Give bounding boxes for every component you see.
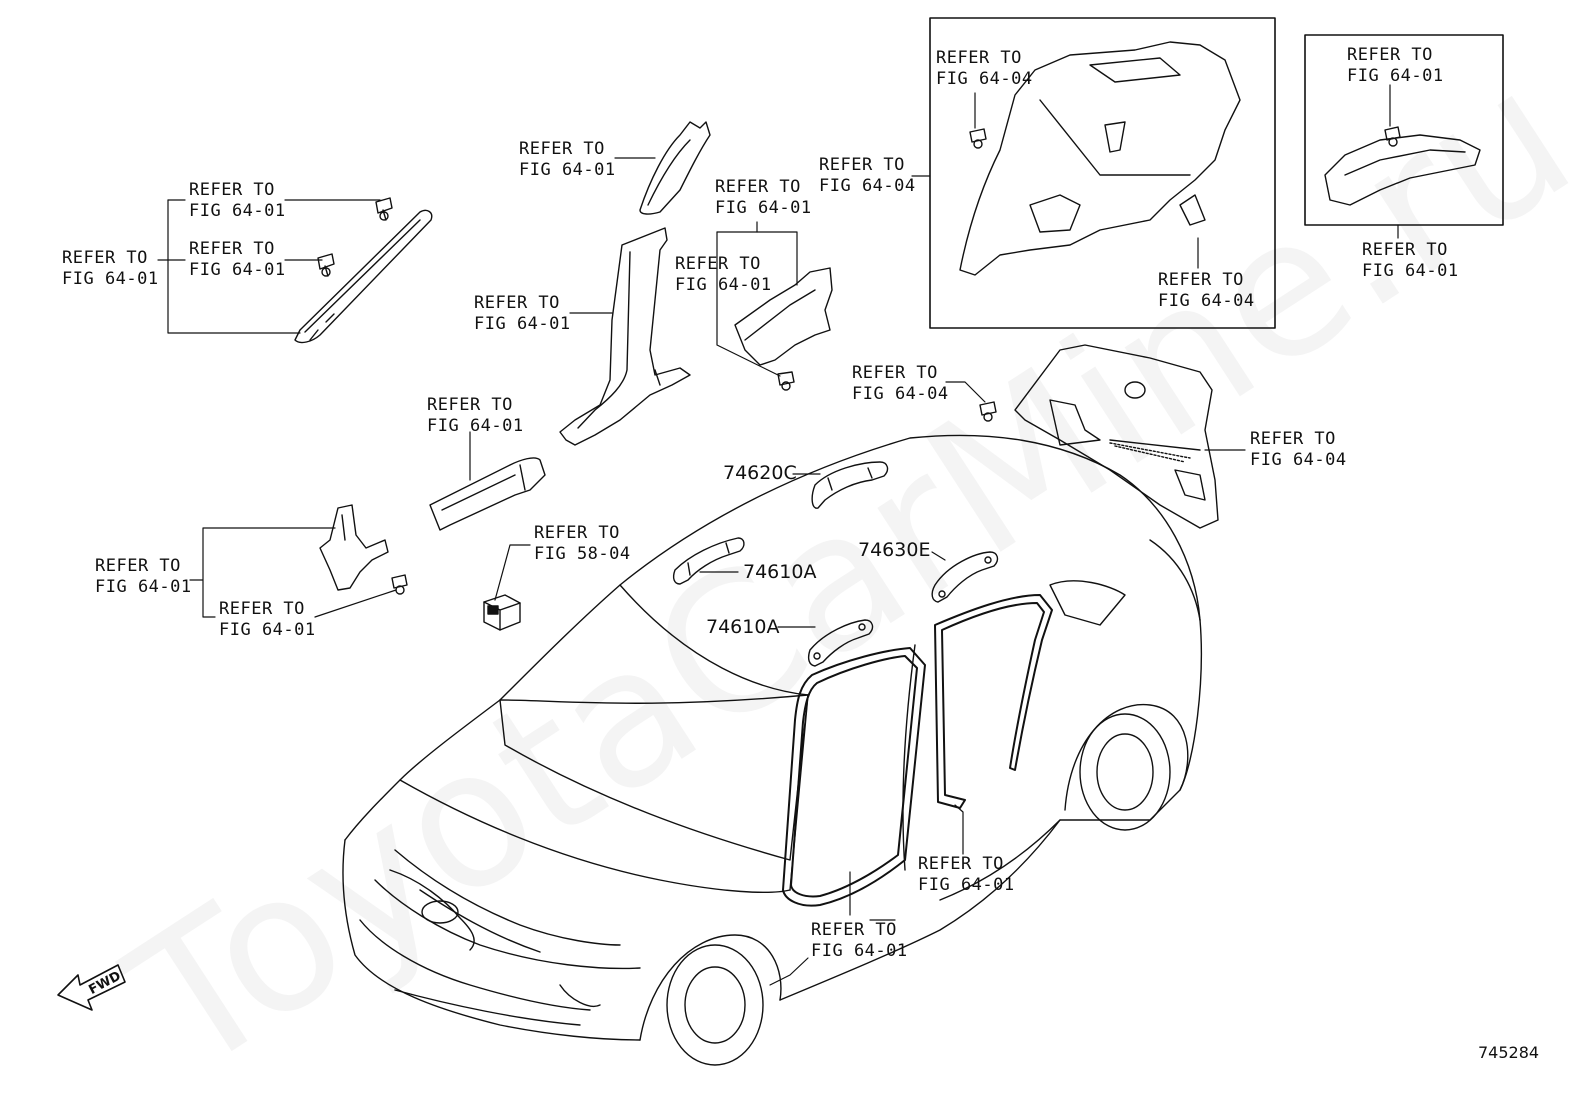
callout-label: REFER TO FIG 64-04 <box>1158 270 1255 311</box>
clip-6 <box>969 128 987 149</box>
callout-label: REFER TO FIG 64-01 <box>811 920 908 961</box>
rear-door-weatherstrip <box>934 594 1053 809</box>
fwd-arrow-icon <box>57 964 126 1011</box>
part-number-label: 74610A <box>706 616 780 638</box>
callout-label: REFER TO FIG 64-01 <box>1347 45 1444 86</box>
callout-label: REFER TO FIG 64-01 <box>474 293 571 334</box>
clip-3 <box>777 371 795 391</box>
callout-label: REFER TO FIG 64-01 <box>918 854 1015 895</box>
clip-2 <box>317 253 335 277</box>
assist-grip-74620c <box>811 461 889 509</box>
diagram-number: 745284 <box>1478 1043 1540 1062</box>
callout-label: REFER TO FIG 64-01 <box>189 239 286 280</box>
callout-label: REFER TO FIG 64-01 <box>1362 240 1459 281</box>
car-body-outline <box>342 434 1202 1066</box>
callout-label: REFER TO FIG 64-01 <box>675 254 772 295</box>
callout-label: REFER TO FIG 64-04 <box>852 363 949 404</box>
clip-5 <box>979 401 997 422</box>
assist-grip-74610a-lower <box>807 619 874 667</box>
scuff-plate <box>429 457 546 531</box>
part-number-label: 74620C <box>723 462 797 484</box>
callout-label: REFER TO FIG 64-01 <box>715 177 812 218</box>
assist-grip-74610a-upper <box>672 537 745 585</box>
callout-label: REFER TO FIG 64-01 <box>519 139 616 180</box>
rear-quarter-trim <box>1014 344 1219 529</box>
cowl-side-trim <box>319 504 389 591</box>
assist-grip-74630e <box>931 551 999 603</box>
clip-7 <box>1384 126 1401 147</box>
callout-label: REFER TO FIG 64-01 <box>95 556 192 597</box>
callout-label: REFER TO FIG 64-01 <box>219 599 316 640</box>
callout-label: REFER TO FIG 64-01 <box>427 395 524 436</box>
center-pillar-trim <box>559 227 691 446</box>
leader-lines <box>157 84 1399 986</box>
front-pillar-garnish <box>294 209 433 344</box>
callout-label: REFER TO FIG 64-04 <box>936 48 1033 89</box>
inset-box-luggage <box>929 17 1276 329</box>
callout-label: REFER TO FIG 64-01 <box>62 248 159 289</box>
part-number-label: 74610A <box>743 561 817 583</box>
inset-box-garnish <box>1304 34 1504 226</box>
callout-label: REFER TO FIG 58-04 <box>534 523 631 564</box>
front-door-weatherstrip <box>782 647 926 907</box>
callout-label: REFER TO FIG 64-01 <box>189 180 286 221</box>
switch-module <box>483 594 521 631</box>
part-number-label: 74630E <box>858 539 931 561</box>
clip-1 <box>375 197 393 221</box>
upper-pillar-trim <box>639 121 711 215</box>
callout-label: REFER TO FIG 64-04 <box>819 155 916 196</box>
callout-label: REFER TO FIG 64-04 <box>1250 429 1347 470</box>
